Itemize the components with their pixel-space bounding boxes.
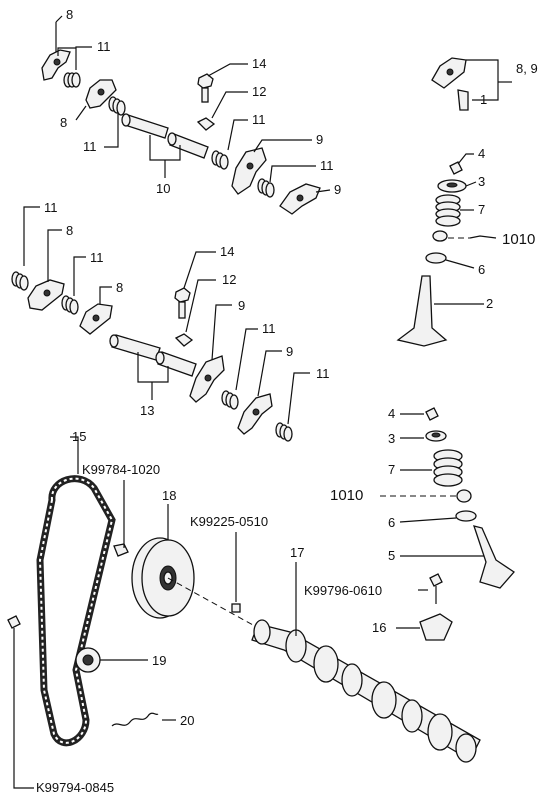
camshaft-cap [419, 613, 453, 641]
part-label: 10 [156, 181, 170, 196]
part-label: 2 [486, 296, 493, 311]
part-label: 3 [388, 431, 395, 446]
valve-cotter [449, 161, 463, 175]
part-number-label: K99796-0610 [304, 583, 382, 598]
part-label: 9 [334, 182, 341, 197]
part-label: 13 [140, 403, 154, 418]
part-label: 11 [262, 321, 276, 336]
camshaft-pulley [131, 537, 195, 619]
upper-rocker-assembly: 8 11 8 11 10 14 12 11 9 11 9 [41, 7, 341, 215]
upper-valve-assembly: 8, 9 1 4 3 7 1010 6 2 [396, 57, 538, 347]
valve [396, 275, 448, 347]
part-label: 6 [388, 515, 395, 530]
part-label: 6 [478, 262, 485, 277]
part-label: 8 [66, 7, 73, 22]
rocker-spring [275, 422, 293, 442]
part-label: 1010 [330, 487, 363, 504]
valve [473, 525, 515, 589]
rocker-shaft [111, 334, 161, 361]
part-label: 8 [66, 223, 73, 238]
lower-rocker-assembly: 11 8 11 8 14 12 9 11 9 11 13 [11, 200, 330, 442]
valve-spring [433, 449, 463, 487]
part-number-label: K99794-0845 [36, 780, 114, 795]
part-label: 12 [252, 84, 266, 99]
part-number-label: K99225-0510 [190, 514, 268, 529]
shaft-clip [174, 333, 194, 347]
tensioner-bolt [7, 615, 21, 629]
part-label: 20 [180, 713, 194, 728]
pulley-bolt [113, 543, 129, 557]
rocker-spring [63, 72, 81, 88]
part-label: 16 [372, 620, 386, 635]
camshaft [251, 619, 481, 763]
part-label: 9 [316, 132, 323, 147]
rocker-spring [61, 295, 79, 315]
rocker-spring [11, 271, 29, 291]
valve-spring [435, 194, 461, 227]
part-label: 3 [478, 174, 485, 189]
part-label: 12 [222, 272, 236, 287]
rocker-spring [221, 390, 239, 410]
cam-cap-bolt [429, 573, 443, 587]
part-label: 8 [116, 280, 123, 295]
part-label: 11 [83, 139, 97, 154]
part-label: 19 [152, 653, 166, 668]
timing-belt [36, 475, 116, 747]
part-label: 4 [478, 146, 485, 161]
valve-cotter [425, 407, 439, 421]
part-label: 11 [44, 200, 58, 215]
woodruff-key [231, 603, 241, 613]
part-label: 15 [72, 429, 86, 444]
shaft-bolt [174, 287, 191, 319]
part-label: 18 [162, 488, 176, 503]
part-label: 17 [290, 545, 304, 560]
part-label: 11 [97, 39, 111, 54]
rocker-shaft [124, 114, 169, 139]
rocker-arm [231, 147, 267, 195]
part-label: 1 [480, 92, 487, 107]
valve-stem-seal [432, 230, 448, 242]
part-label: 14 [252, 56, 266, 71]
return-spring [111, 712, 159, 727]
part-label: 11 [320, 158, 334, 173]
rocker-spring [211, 150, 229, 170]
part-label: 14 [220, 244, 234, 259]
part-label: 11 [252, 112, 266, 127]
part-label: 8 [60, 115, 67, 130]
part-number-label: K99784-1020 [82, 462, 160, 477]
part-label: 11 [90, 250, 104, 265]
shaft-bolt [197, 73, 214, 103]
part-label: 9 [286, 344, 293, 359]
rocker-spring [257, 178, 275, 198]
part-label: 7 [478, 202, 485, 217]
rocker-spring [108, 96, 126, 116]
part-label: 5 [388, 548, 395, 563]
adjust-screw [457, 89, 469, 111]
valve-stem-seal [456, 489, 472, 503]
timing-system: 15 19 K99784-1020 18 K99225-0510 [7, 429, 481, 795]
shaft-clip [196, 117, 216, 131]
spring-seat [455, 510, 477, 522]
part-label: 9 [238, 298, 245, 313]
spring-seat [425, 252, 447, 264]
part-label: 11 [316, 366, 330, 381]
part-label: 7 [388, 462, 395, 477]
part-label: 4 [388, 406, 395, 421]
part-label: 8, 9 [516, 61, 538, 76]
lower-valve-assembly: 4 3 7 1010 6 5 [330, 406, 515, 589]
part-label: 1010 [502, 231, 535, 248]
